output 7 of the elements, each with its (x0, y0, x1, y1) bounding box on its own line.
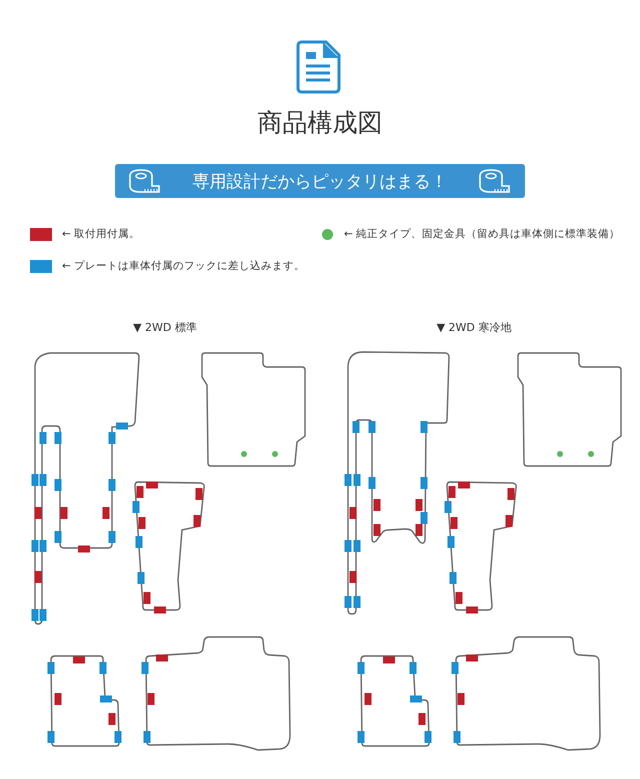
legend-text: ← プレートは車体付属のフックに差し込みます。 (62, 259, 306, 273)
legend-text: ← 取付用付属。 (62, 227, 140, 241)
legend-text: ← 純正タイプ、固定金具（留め具は車体側に標準装備） (344, 227, 620, 241)
section-label: ▼ 2WD 寒冷地 (436, 320, 512, 335)
title: 商品構成図 (256, 107, 384, 139)
banner-text: 専用設計だからピッタリはまる！ (192, 171, 448, 193)
section-label: ▼ 2WD 標準 (132, 320, 198, 335)
